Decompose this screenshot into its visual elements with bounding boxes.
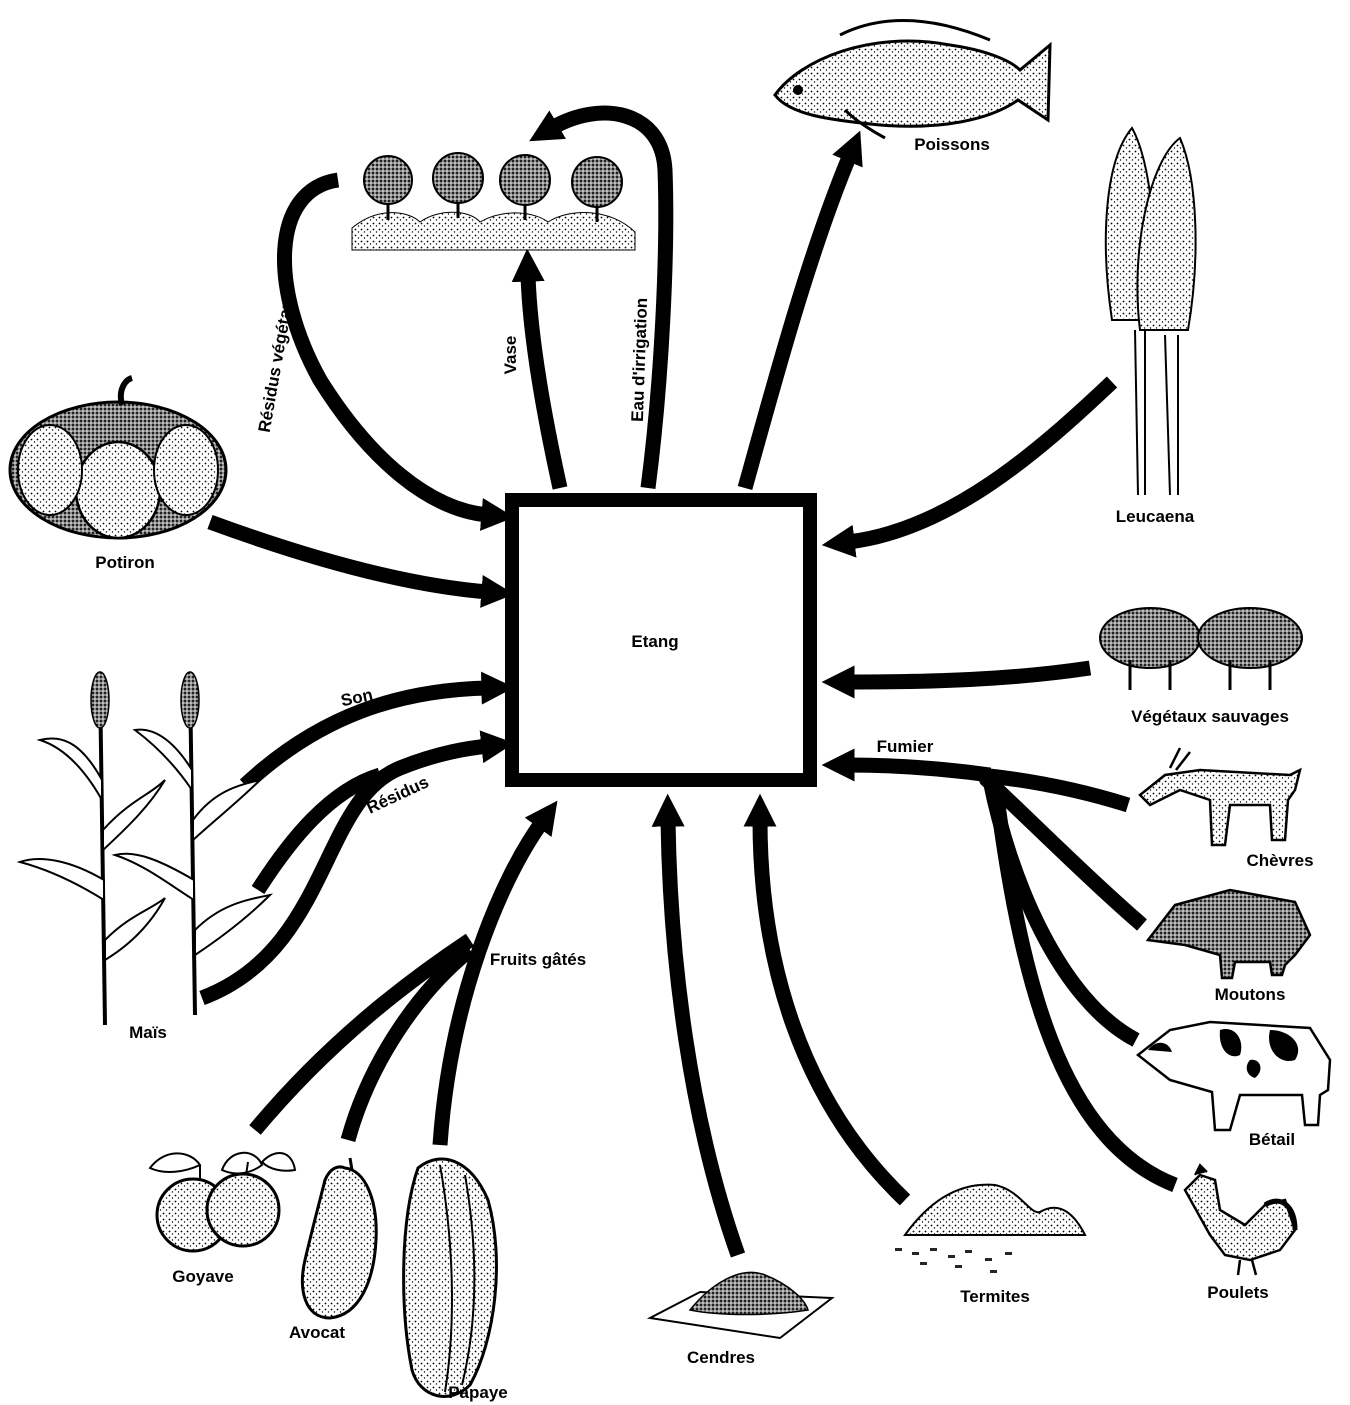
pond-label: Etang [631,632,678,651]
arrow-fruits-gates [440,822,542,1145]
fish-illustration [775,21,1050,138]
maize-illustration [20,672,270,1025]
label-chevres: Chèvres [1246,851,1313,870]
leucaena-illustration [1106,128,1196,495]
arrow-termites [760,820,905,1200]
arrow-cendres [668,820,738,1255]
cattle-illustration [1138,1022,1330,1130]
ash-pile-illustration [650,1272,832,1338]
label-goyave: Goyave [172,1267,233,1286]
papaya-illustration [404,1159,497,1396]
label-moutons: Moutons [1215,985,1286,1004]
label-fumier: Fumier [877,737,934,756]
label-eau-irrigation: Eau d'irrigation [628,298,651,423]
termite-mound-illustration [895,1185,1085,1273]
arrow-poissons [745,155,850,488]
arrow-leucaena [848,382,1112,542]
arrow-vegetaux-sauvages [848,668,1090,682]
avocado-illustration [302,1158,376,1318]
label-cendres: Cendres [687,1348,755,1367]
pumpkin-illustration [10,378,226,538]
sheep-illustration [1148,890,1310,978]
goat-illustration [1140,748,1300,845]
label-vegetaux-sauvages: Végétaux sauvages [1131,707,1289,726]
label-papaye: Papaye [448,1383,508,1402]
label-avocat: Avocat [289,1323,345,1342]
label-termites: Termites [960,1287,1030,1306]
crop-plants-illustration [352,153,635,250]
arrow-potiron [210,522,488,592]
arrow-fumier [848,765,990,775]
label-mais: Maïs [129,1023,167,1042]
chicken-illustration [1185,1165,1295,1275]
label-poissons: Poissons [914,135,990,154]
wild-plants-illustration [1100,608,1302,690]
guava-illustration [150,1153,295,1251]
arrow-vase [528,275,560,488]
label-leucaena: Leucaena [1116,507,1195,526]
label-vase: Vase [501,336,520,375]
label-potiron: Potiron [95,553,155,572]
label-residus-vegetaux: Résidus végétaux [255,288,299,434]
flow-poulets [995,782,1175,1185]
label-betail: Bétail [1249,1130,1295,1149]
label-poulets: Poulets [1207,1283,1268,1302]
label-fruits-gates: Fruits gâtés [490,950,586,969]
